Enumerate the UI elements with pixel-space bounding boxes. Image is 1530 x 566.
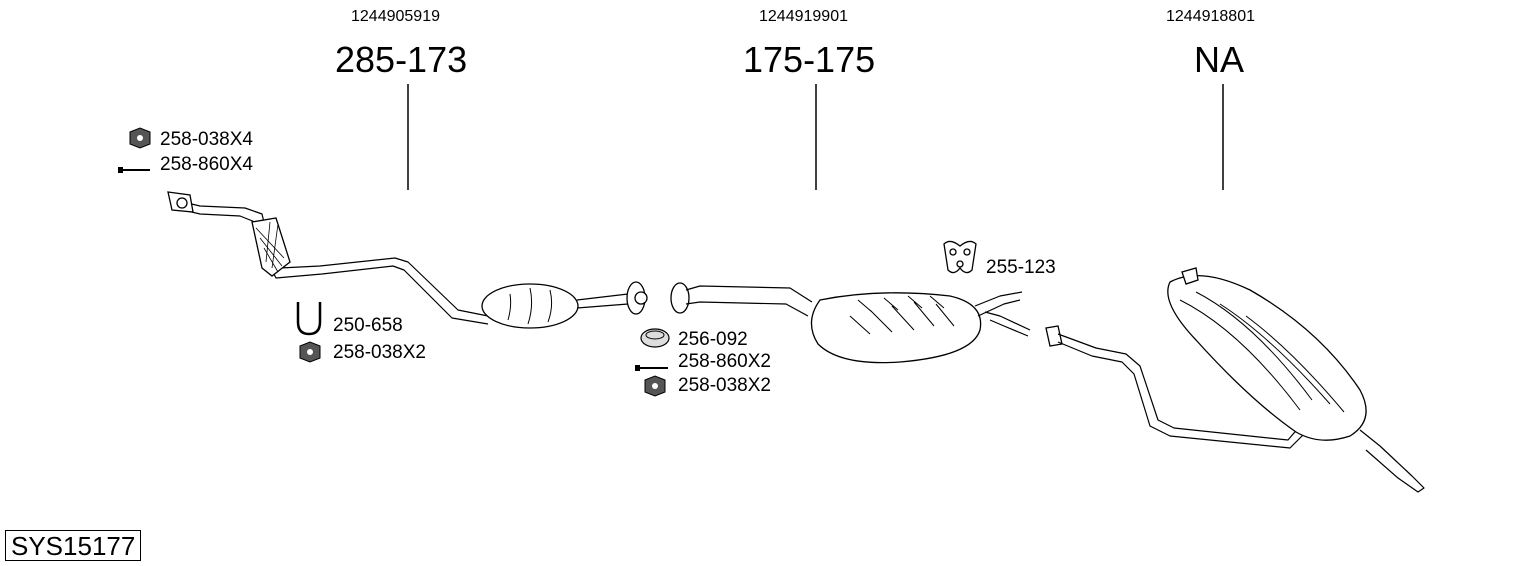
part-code-section-3: NA [1194, 39, 1245, 80]
part-code-section-2: 175-175 [743, 39, 876, 80]
flex-joint [251, 217, 291, 277]
rubber-hanger-icon [943, 240, 977, 274]
part-label-bolt-x4: 258-860X4 [160, 154, 253, 175]
bolt-icon-x2 [635, 365, 668, 371]
part-label-u-clamp: 250-658 [333, 315, 403, 336]
system-id-badge: SYS15177 [5, 530, 142, 561]
part-label-bolt-x2: 258-860X2 [678, 351, 771, 372]
part-code-section-1: 285-173 [335, 39, 468, 80]
part-label-nut-x2-b: 258-038X2 [678, 375, 771, 396]
oem-number-section-3: 1244918801 [1166, 8, 1255, 25]
u-clamp-icon [296, 302, 322, 336]
part-label-hanger: 255-123 [986, 257, 1056, 278]
centre-front-flange [670, 282, 690, 314]
part-label-nut-x4: 258-038X4 [160, 129, 253, 150]
rear-silencer [1045, 267, 1425, 493]
nut-icon-x2-a [299, 341, 321, 363]
nut-icon-x4 [129, 127, 151, 149]
nut-icon-x2-b [644, 375, 666, 397]
part-label-ring: 256-092 [678, 329, 748, 350]
front-pipe-catalyst [167, 191, 648, 329]
oem-number-section-2: 1244919901 [759, 8, 848, 25]
catalyst-body [481, 283, 579, 329]
centre-silencer [670, 282, 1031, 364]
rear-silencer-body [1167, 274, 1367, 441]
part-label-nut-x2-a: 258-038X2 [333, 342, 426, 363]
ring-icon [640, 328, 670, 348]
oem-number-section-1: 1244905919 [351, 8, 440, 25]
centre-silencer-body [810, 292, 982, 364]
bolt-icon-x4 [118, 167, 150, 173]
